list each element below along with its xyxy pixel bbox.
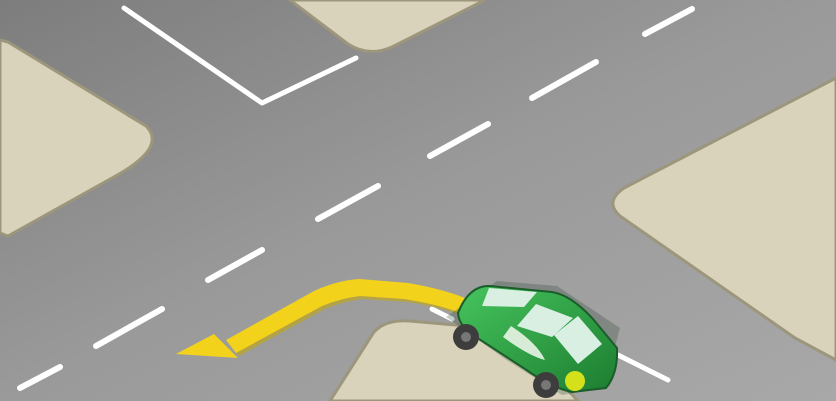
intersection-svg — [0, 0, 836, 401]
road-intersection-illustration — [0, 0, 836, 401]
